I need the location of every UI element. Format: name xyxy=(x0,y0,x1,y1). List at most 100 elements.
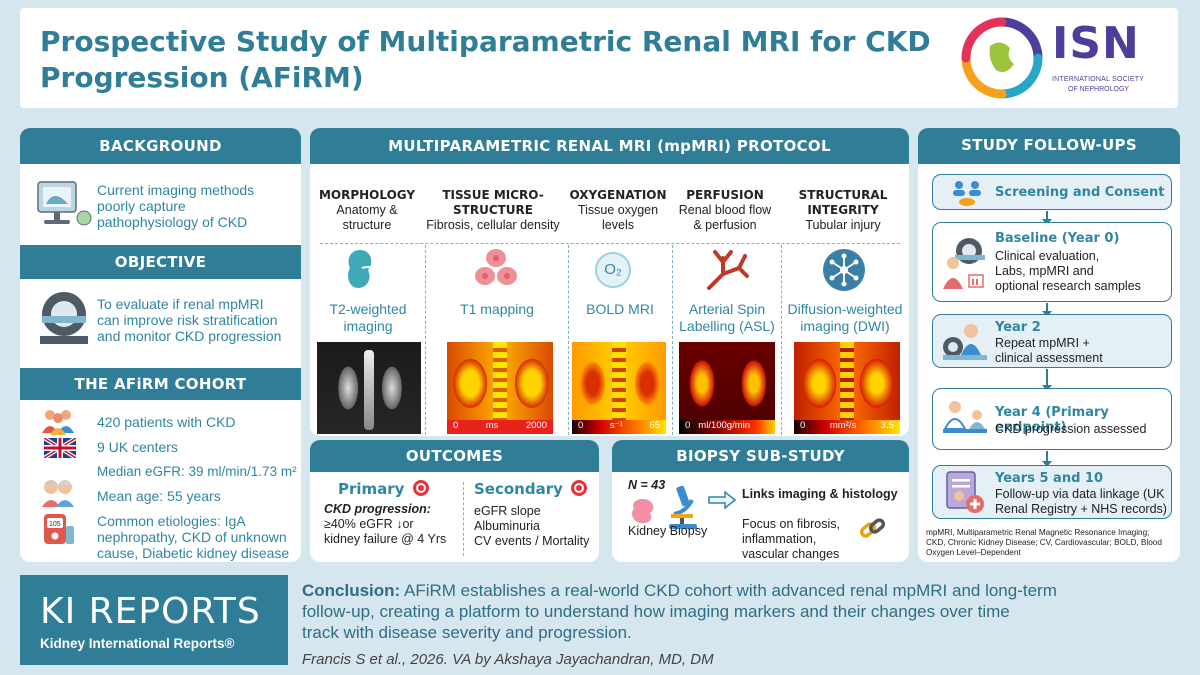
objective-text: To evaluate if renal mpMRI can improve r… xyxy=(97,296,281,344)
microscope-icon xyxy=(669,485,697,529)
elderly-people-icon xyxy=(42,480,74,507)
protocol-panel: MULTIPARAMETRIC RENAL MRI (mpMRI) PROTOC… xyxy=(310,128,909,436)
blood-vessel-icon xyxy=(707,250,749,290)
arrow-down xyxy=(1042,369,1052,391)
cohort-egfr: Median eGFR: 39 ml/min/1.73 m² xyxy=(97,464,297,479)
chain-link-icon xyxy=(859,518,886,538)
health-record-icon xyxy=(946,471,984,513)
followup-year510-desc: Follow-up via data linkage (UK Renal Reg… xyxy=(995,487,1167,517)
primary-label: Primary xyxy=(338,480,429,498)
secondary-item: Albuminuria xyxy=(474,519,541,533)
desc-line: Clinical evaluation, xyxy=(995,249,1100,263)
followup-screening: Screening and Consent xyxy=(932,174,1172,210)
primary-or: or xyxy=(402,517,414,531)
doctor-scan-icon xyxy=(943,324,987,360)
secondary-label: Secondary xyxy=(474,480,588,498)
map-name-bold: BOLD MRI xyxy=(586,301,654,317)
column-heading-oxygenation: OXYGENATION Tissue oxygen levels xyxy=(566,188,670,233)
target-icon xyxy=(412,480,429,496)
biopsy-focus: Focus on fibrosis, inflammation, vascula… xyxy=(742,517,840,562)
column-subtitle: Anatomy & xyxy=(336,203,398,217)
column-heading-microstructure: TISSUE MICRO- STRUCTURE Fibrosis, cellul… xyxy=(420,188,566,233)
target-icon xyxy=(571,480,588,496)
dashed-divider-vertical xyxy=(463,482,464,556)
column-category: STRUCTURAL xyxy=(798,188,888,202)
spine xyxy=(364,350,374,430)
conclusion-text: Conclusion: AFiRM establishes a real-wor… xyxy=(302,580,1182,643)
followup-year2-title: Year 2 xyxy=(995,320,1041,335)
desc-line: clinical assessment xyxy=(995,351,1103,365)
primary-detail: CKD progression: ≥40% eGFR ↓or kidney fa… xyxy=(324,502,446,547)
followup-year4: Year 4 (Primary endpoint) CKD progressio… xyxy=(932,388,1172,450)
title-banner: Prospective Study of Multiparametric Ren… xyxy=(20,8,1178,108)
consent-people-icon xyxy=(953,181,981,206)
column-subtitle: Tissue oxygen xyxy=(577,203,659,217)
spine xyxy=(493,342,507,420)
cells-icon xyxy=(475,249,517,285)
followup-baseline: Baseline (Year 0) Clinical evaluation, L… xyxy=(932,222,1172,302)
column-category: TISSUE MICRO- xyxy=(442,188,544,202)
biopsy-n: N = 43 xyxy=(628,478,666,492)
dashed-divider-vertical xyxy=(425,245,426,435)
background-line: poorly capture xyxy=(97,198,186,214)
desc-line: Repeat mpMRI + xyxy=(995,336,1090,350)
kidney-tissue-icon xyxy=(632,499,654,524)
map-name-line: T2-weighted xyxy=(329,301,407,317)
cohort-patients: 420 patients with CKD xyxy=(97,414,236,430)
followup-year510: Years 5 and 10 Follow-up via data linkag… xyxy=(932,465,1172,519)
column-subtitle: Renal blood flow xyxy=(678,203,772,217)
ki-reports-brand: KI REPORTS Kidney International Reports® xyxy=(20,575,288,665)
followup-baseline-title: Baseline (Year 0) xyxy=(995,231,1120,246)
conclusion-line: follow-up, creating a platform to unders… xyxy=(302,602,1010,621)
primary-line: CKD progression: xyxy=(324,502,431,516)
abbreviations: mpMRI, Multiparametric Renal Magnetic Re… xyxy=(926,528,1178,558)
page-title: Prospective Study of Multiparametric Ren… xyxy=(40,24,931,96)
followup-year510-title: Years 5 and 10 xyxy=(995,471,1104,486)
biopsy-links: Links imaging & histology xyxy=(742,487,898,501)
column-heading-morphology: MORPHOLOGY Anatomy & structure xyxy=(312,188,422,233)
abbrev-line: mpMRI, Multiparametric Renal Magnetic Re… xyxy=(926,528,1150,537)
objective-line: To evaluate if renal mpMRI xyxy=(97,296,264,312)
kidney-icon xyxy=(348,250,373,288)
spine xyxy=(612,342,626,420)
map-name-line: Arterial Spin xyxy=(688,301,766,317)
down-arrow-icon: ↓ xyxy=(396,517,403,531)
column-category: INTEGRITY xyxy=(807,203,879,217)
scale-min: 0 xyxy=(578,420,584,431)
map-name-line: Diffusion-weighted xyxy=(787,301,903,317)
primary-line: kidney failure @ 4 Yrs xyxy=(324,532,447,546)
brand-subtitle: Kidney International Reports® xyxy=(40,636,235,651)
arrow-down xyxy=(1042,303,1052,317)
scale-unit: ml/100g/min xyxy=(698,420,751,431)
background-text: Current imaging methods poorly capture p… xyxy=(97,182,254,230)
primary-line: ≥40% eGFR ↓or xyxy=(324,517,446,532)
mri-machine-icon xyxy=(40,292,88,344)
conclusion-line: Conclusion: AFiRM establishes a real-wor… xyxy=(302,580,1182,601)
isn-logo-name: ISN xyxy=(1052,18,1140,69)
column-category: PERFUSION xyxy=(686,188,764,202)
outcomes-header: OUTCOMES xyxy=(310,440,599,472)
column-subtitle: levels xyxy=(602,218,634,232)
background-line: pathophysiology of CKD xyxy=(97,214,248,230)
right-arrow-icon xyxy=(708,490,737,510)
title-line-2: Progression (AFiRM) xyxy=(40,61,364,94)
cohort-age: Mean age: 55 years xyxy=(97,488,221,504)
scale-max: 3.5 xyxy=(880,420,894,431)
clinician-scanner-icon xyxy=(943,238,985,289)
desc-line: optional research samples xyxy=(995,279,1141,293)
map-name-asl: Arterial Spin Labelling (ASL) xyxy=(674,301,780,335)
outcomes-panel: OUTCOMES Primary CKD progression: ≥40% e… xyxy=(310,440,599,562)
focus-line: Focus on fibrosis, xyxy=(742,517,840,531)
column-heading-integrity: STRUCTURAL INTEGRITY Tubular injury xyxy=(780,188,906,233)
svg-text:105: 105 xyxy=(49,521,61,528)
map-name-line: imaging xyxy=(343,318,393,334)
followup-baseline-desc: Clinical evaluation, Labs, mpMRI and opt… xyxy=(995,249,1141,294)
biopsy-header: BIOPSY SUB-STUDY xyxy=(612,440,909,472)
etiology-line: cause, Diabetic kidney disease xyxy=(97,545,290,561)
desc-line: Labs, mpMRI and xyxy=(995,264,1094,278)
left-panel: BACKGROUND Current imaging methods poorl… xyxy=(20,128,301,562)
